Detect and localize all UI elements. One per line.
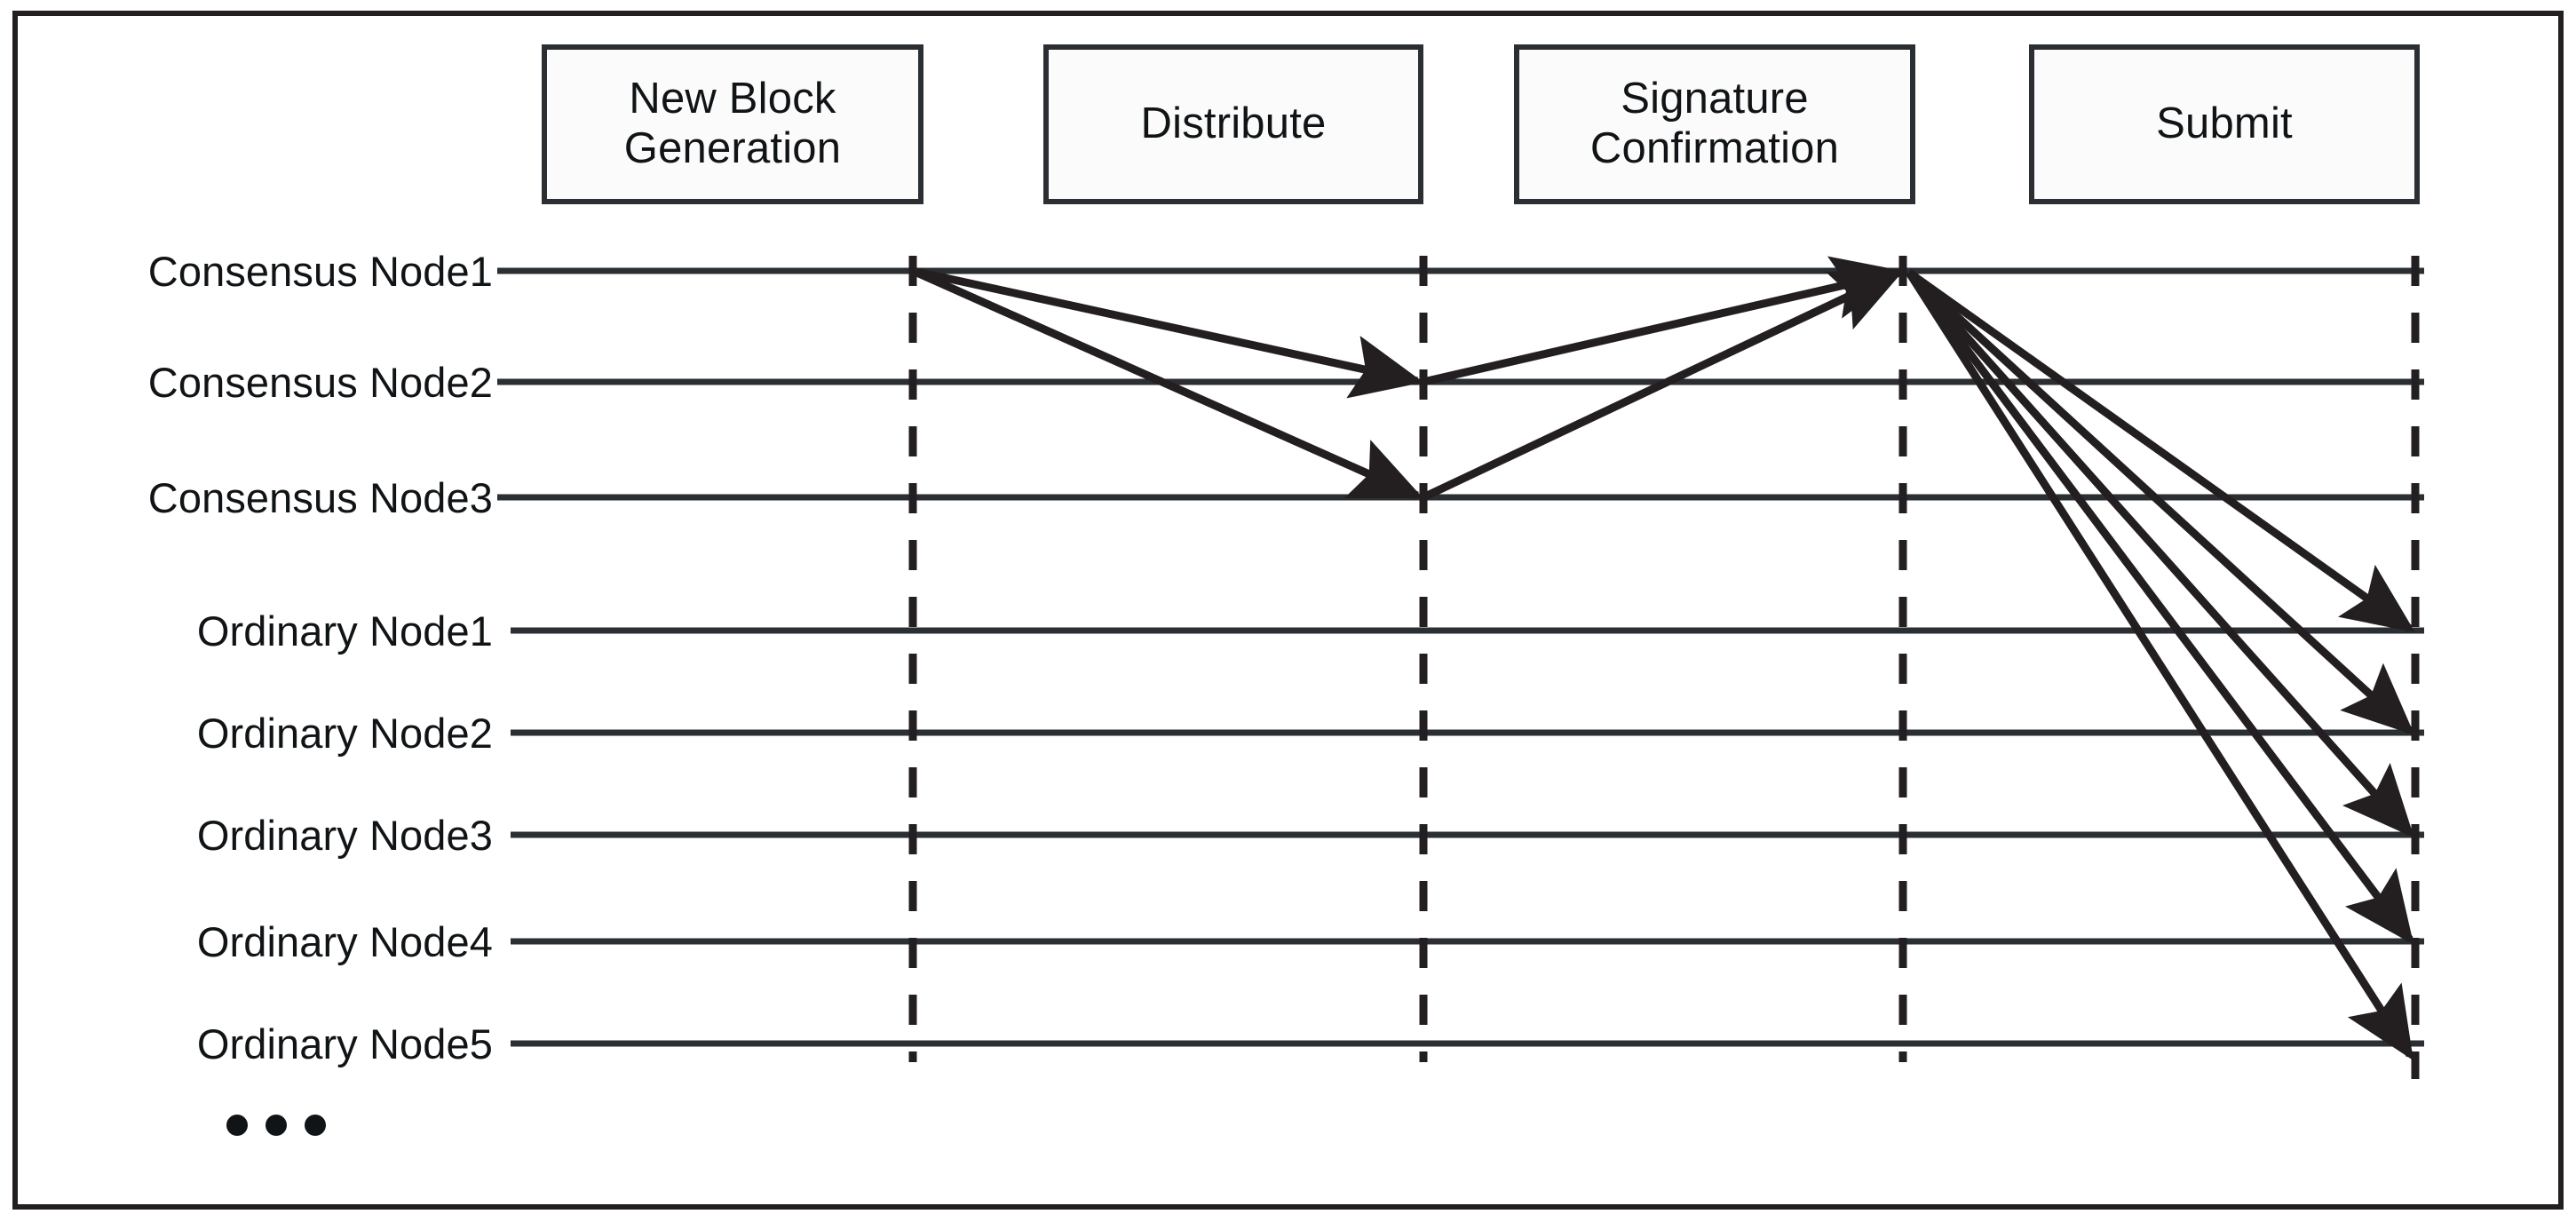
more-nodes-ellipsis-icon xyxy=(226,1115,333,1141)
lane-label-consensus-node3: Consensus Node3 xyxy=(147,474,493,521)
message-arrow-submit-node1-to-ordinary5 xyxy=(1906,270,2414,1061)
phase-label-new-block-generation: New Block Generation xyxy=(623,75,842,172)
message-arrow-confirm-node3-to-node1 xyxy=(1422,268,1905,502)
lane-label-consensus-node1: Consensus Node1 xyxy=(147,248,493,295)
message-arrow-submit-node1-to-ordinary2 xyxy=(1906,269,2415,735)
message-arrows xyxy=(911,256,2415,1061)
phase-box-submit[interactable]: Submit xyxy=(2029,44,2420,204)
message-arrow-distribute-node1-to-node3 xyxy=(911,266,1423,500)
lane-label-ordinary-node4: Ordinary Node4 xyxy=(196,918,493,965)
diagram-outer-frame xyxy=(12,11,2564,1210)
phase-label-submit: Submit xyxy=(2156,99,2293,148)
message-arrow-distribute-node1-to-node2 xyxy=(912,266,1424,399)
lifelines xyxy=(497,267,2424,1047)
lane-label-consensus-node2: Consensus Node2 xyxy=(147,359,493,406)
phase-label-distribute: Distribute xyxy=(1140,99,1327,148)
message-arrow-submit-node1-to-ordinary1 xyxy=(1906,269,2415,633)
message-arrow-submit-node1-to-ordinary3 xyxy=(1906,270,2414,838)
phase-box-signature-confirmation[interactable]: Signature Confirmation xyxy=(1514,44,1915,204)
lane-label-ordinary-node5: Ordinary Node5 xyxy=(196,1020,493,1067)
lane-label-ordinary-node2: Ordinary Node2 xyxy=(196,710,493,757)
message-arrow-submit-node1-to-ordinary4 xyxy=(1906,270,2414,945)
message-arrow-confirm-node2-to-node1 xyxy=(1422,256,1906,386)
phase-label-signature-confirmation: Signature Confirmation xyxy=(1589,75,1840,172)
phase-header-row: New Block Generation Distribute Signatur… xyxy=(0,0,2576,222)
lane-label-ordinary-node3: Ordinary Node3 xyxy=(196,812,493,859)
lane-label-ordinary-node1: Ordinary Node1 xyxy=(196,607,493,655)
phase-box-distribute[interactable]: Distribute xyxy=(1043,44,1423,204)
phase-box-new-block-generation[interactable]: New Block Generation xyxy=(542,44,923,204)
